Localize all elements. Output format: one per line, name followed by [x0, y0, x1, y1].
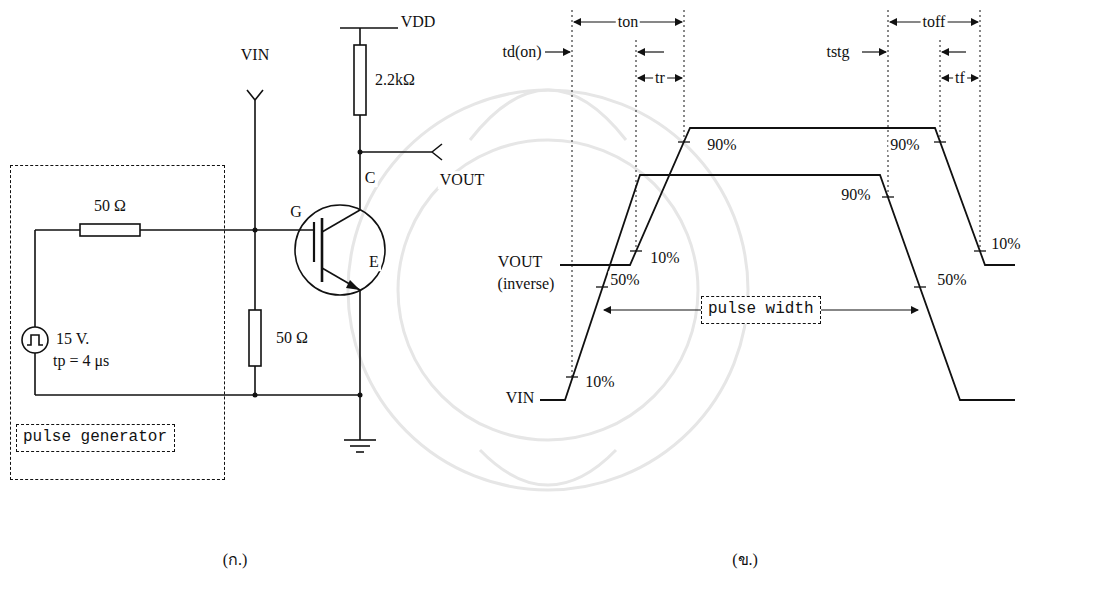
node-text: tp = 4 μs: [53, 351, 109, 370]
pin-name: G: [288, 203, 304, 221]
ground-symbol: [356, 451, 364, 453]
time-label: toff: [921, 13, 948, 31]
level-label: 90%: [839, 186, 872, 204]
probe-terminal: [432, 144, 442, 160]
wire: [359, 28, 361, 45]
timing-arrows: [545, 22, 978, 310]
resistor-value: 2.2kΩ: [373, 71, 417, 89]
wire: [360, 151, 432, 153]
pulse-generator-box: 15 V. tp = 4 μs pulse generator: [10, 165, 225, 480]
probe-terminal: [247, 90, 263, 100]
signal-name: VIN: [239, 46, 271, 64]
channel: [321, 218, 324, 282]
wire: [35, 229, 80, 231]
timing-guides: [572, 10, 980, 377]
generator-label-box: pulse generator: [16, 424, 175, 452]
junction-dot: [358, 393, 363, 398]
figure-label: (ข.): [730, 551, 760, 569]
figure-label: (ก.): [221, 551, 250, 569]
wire: [35, 394, 360, 396]
time-label: tstg: [824, 43, 851, 61]
pin-name: C: [363, 169, 378, 187]
junction-dot: [253, 228, 258, 233]
supply-label: VDD: [399, 13, 438, 31]
level-label: 90%: [888, 136, 921, 154]
emitter-arrow: [346, 280, 360, 290]
wire: [359, 205, 361, 210]
collector-lead: [322, 210, 360, 232]
level-ticks: [566, 142, 986, 377]
watermark: [348, 90, 748, 490]
resistor-value: 50 Ω: [274, 329, 310, 347]
igbt-symbol: [295, 205, 385, 295]
vin-waveform: [540, 175, 1015, 400]
emitter-lead: [322, 268, 360, 290]
wire: [254, 100, 256, 310]
vout-waveform: [560, 128, 1015, 265]
time-label: tr: [653, 69, 667, 87]
wire: [34, 353, 36, 395]
pulse-icon: [27, 335, 43, 345]
signal-name: VOUT: [438, 171, 486, 189]
node-text: 15 V.: [56, 329, 89, 348]
pin-name: E: [367, 253, 381, 271]
time-label: ton: [616, 13, 640, 31]
junction-dot: [253, 393, 258, 398]
level-label: 90%: [705, 136, 738, 154]
resistor-symbol: [249, 310, 261, 366]
node-text: pulse width: [708, 300, 814, 319]
node-text: pulse generator: [23, 428, 168, 447]
pulse-source: [22, 327, 48, 353]
resistor-symbol: [354, 45, 366, 115]
pulse-width-box: pulse width: [701, 296, 821, 324]
junction-dot: [358, 150, 363, 155]
ground-symbol: [344, 439, 376, 441]
wire: [34, 230, 36, 327]
level-label: 10%: [648, 249, 681, 267]
level-label: 50%: [935, 271, 968, 289]
gate-plate: [313, 222, 315, 262]
level-label: 10%: [583, 373, 616, 391]
wire: [254, 366, 256, 395]
signal-note: (inverse): [496, 275, 557, 293]
ground-symbol: [350, 445, 370, 447]
vdd-rail: [340, 27, 398, 29]
signal-name: VIN: [504, 389, 536, 407]
signal-name: VOUT: [496, 253, 544, 271]
resistor-value: 50 Ω: [92, 197, 128, 215]
wire: [359, 115, 361, 205]
wire: [359, 290, 361, 440]
level-label: 50%: [608, 271, 641, 289]
level-label: 10%: [989, 235, 1022, 253]
resistor-symbol: [80, 224, 140, 236]
gate-wire: [140, 229, 314, 231]
time-label: td(on): [500, 43, 543, 61]
time-label: tf: [953, 69, 967, 87]
